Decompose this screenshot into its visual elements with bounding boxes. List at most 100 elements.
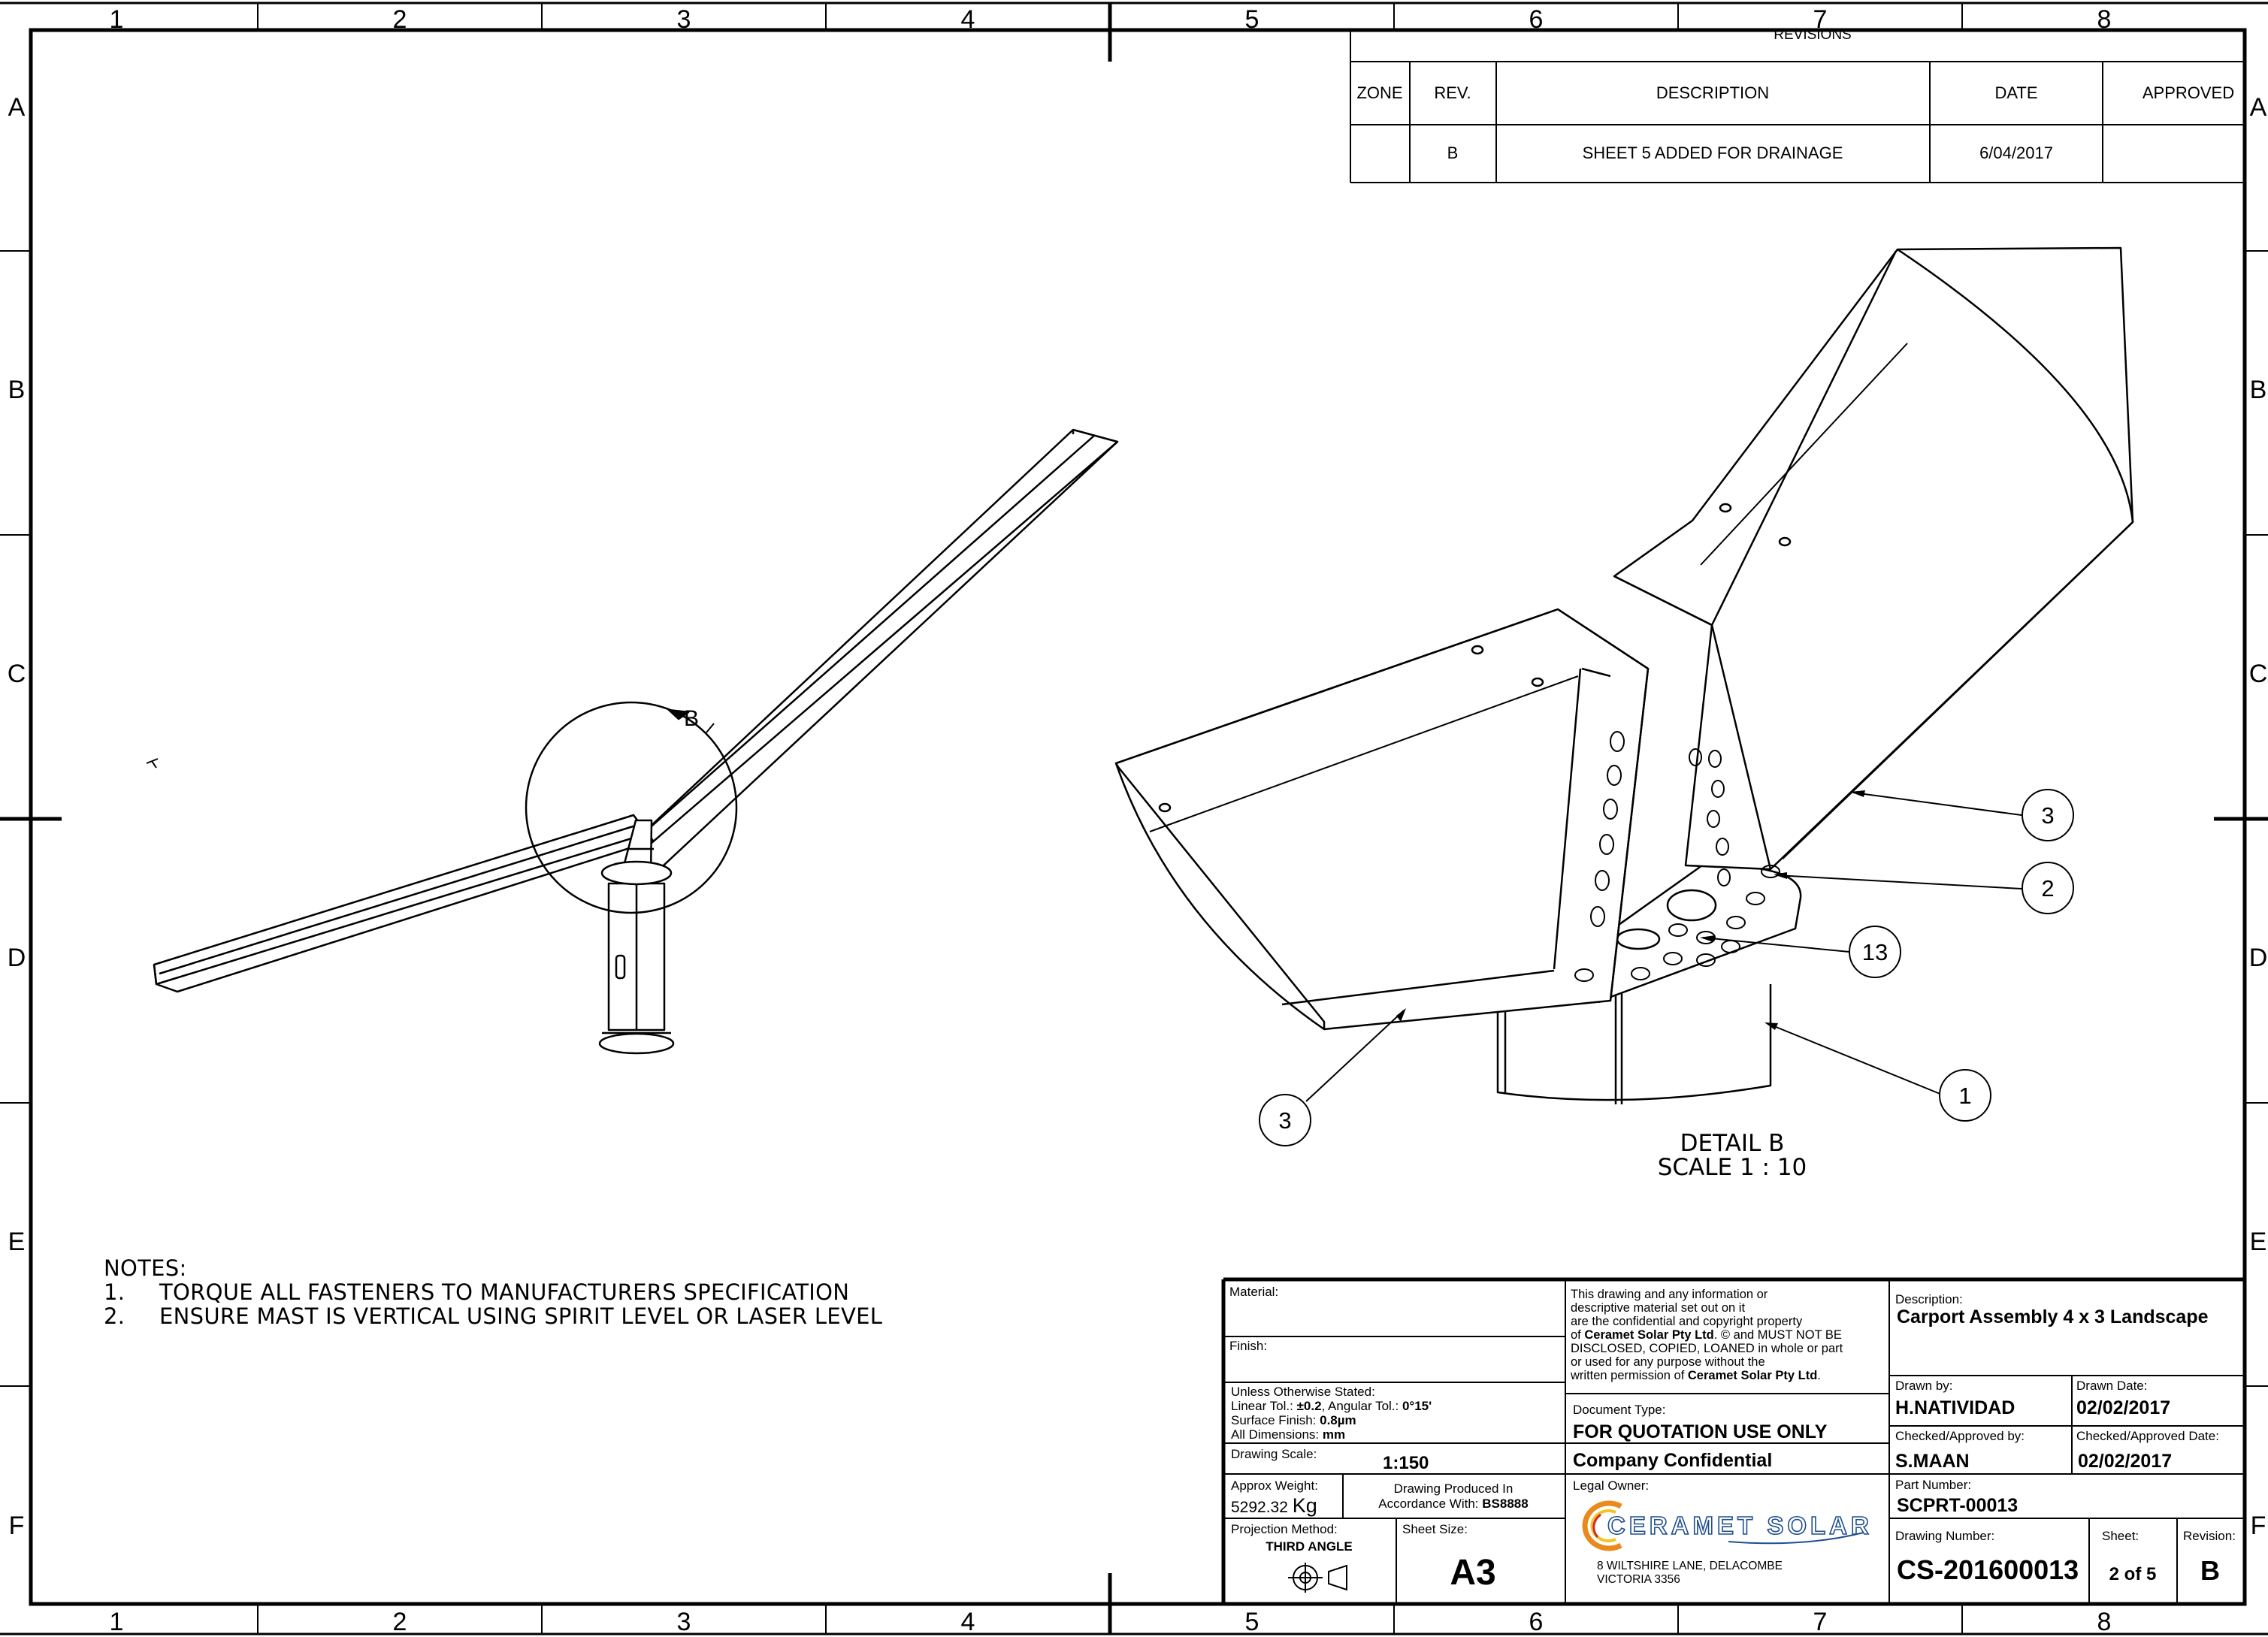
confidential-line3: are the confidential and copyright prope… [1571,1315,1803,1328]
note-item: 2. ENSURE MAST IS VERTICAL USING SPIRIT … [104,1304,882,1328]
notes-block: NOTES: 1. TORQUE ALL FASTENERS TO MANUFA… [104,1256,882,1328]
zone-col-8-bottom: 8 [2097,1608,2112,1636]
sheet-size-value: A3 [1450,1553,1495,1593]
weight-value: 5292.32 Kg [1231,1494,1317,1517]
tolerance-line2: Linear Tol.: ±0.2, Angular Tol.: 0°15' [1231,1399,1432,1413]
rev-row-date: 6/04/2017 [1979,143,2053,162]
revisions-title: REVISIONS [1774,27,1851,43]
zone-col-1: 1 [110,5,124,34]
part-number-label: Part Number: [1895,1478,1971,1492]
material-label: Material: [1229,1285,1278,1299]
detail-b-view: 3 2 13 1 3 [1114,246,2134,1146]
title-block: Material: Finish: Unless Otherwise State… [1221,1277,2245,1604]
balloon-1: 1 [1958,1083,1971,1109]
confidential-line1: This drawing and any information or [1571,1288,1768,1301]
zone-labels: 1 2 3 4 5 6 7 8 1 2 3 4 5 6 7 8 A B C D … [8,5,2268,1636]
rev-header-date: DATE [1994,83,2037,102]
note-number: 1. [104,1279,125,1305]
confidential-line7: written permission of Ceramet Solar Pty … [1570,1369,1821,1382]
zone-col-7-bottom: 7 [1813,1608,1828,1636]
detail-marker-label: B [684,706,699,731]
zone-col-4: 4 [961,5,975,34]
revision-label: Revision: [2183,1529,2236,1543]
zone-col-5-bottom: 5 [1245,1608,1259,1636]
zone-row-a-right: A [2250,93,2267,122]
note-text: ENSURE MAST IS VERTICAL USING SPIRIT LEV… [159,1303,883,1329]
company-confidential: Company Confidential [1573,1450,1772,1471]
zone-row-f-right: F [2251,1512,2266,1540]
drawn-by-value: H.NATIVIDAD [1895,1397,2015,1418]
finish-label: Finish: [1229,1339,1267,1353]
drawn-date-value: 02/02/2017 [2076,1397,2170,1418]
zone-row-e-right: E [2250,1228,2267,1256]
zone-col-3: 3 [677,5,691,34]
third-angle-projection-icon [1288,1563,1347,1593]
zone-row-d-right: D [2249,944,2268,972]
zone-col-2-bottom: 2 [393,1608,407,1636]
zone-row-b-right: B [2250,376,2267,404]
rev-row-description: SHEET 5 ADDED FOR DRAINAGE [1583,143,1843,162]
zone-col-7: 7 [1813,5,1828,34]
description-value: Carport Assembly 4 x 3 Landscape [1897,1306,2209,1327]
confidential-line2: descriptive material set out on it [1571,1301,1745,1315]
zone-col-2: 2 [393,5,407,34]
balloon-circle [2022,789,2074,841]
checked-by-value: S.MAAN [1895,1451,1970,1472]
checked-by-label: Checked/Approved by: [1895,1429,2025,1443]
balloon-3-bottom: 3 [1278,1107,1291,1134]
note-number: 2. [104,1303,125,1329]
weight-label: Approx Weight: [1231,1478,1318,1493]
confidential-line5: DISCLOSED, COPIED, LOANED in whole or pa… [1571,1342,1843,1355]
detail-title: DETAIL B [1680,1130,1785,1157]
drawn-by-label: Drawn by: [1895,1379,1953,1393]
rev-header-description: DESCRIPTION [1656,83,1769,102]
tolerance-line3: Surface Finish: 0.8µm [1231,1413,1356,1427]
notes-title: NOTES: [104,1255,187,1281]
detail-scale: SCALE 1 : 10 [1657,1154,1807,1181]
ceramet-solar-logo: CERAMET SOLAR [1582,1500,1873,1551]
standard-line1: Drawing Produced In [1394,1481,1514,1496]
balloon-3-top: 3 [2041,802,2054,829]
document-type-label: Document Type: [1573,1403,1665,1417]
checked-date-value: 02/02/2017 [2078,1451,2172,1472]
address-line2: VICTORIA 3356 [1597,1573,1680,1586]
tolerance-line4: All Dimensions: mm [1231,1427,1345,1442]
note-item: 1. TORQUE ALL FASTENERS TO MANUFACTURERS… [104,1280,882,1304]
zone-col-8: 8 [2097,5,2112,34]
drawing-scale-label: Drawing Scale: [1231,1447,1317,1461]
rev-header-zone: ZONE [1356,83,1402,102]
legal-owner-label: Legal Owner: [1573,1478,1649,1493]
drawing-scale-value: 1:150 [1383,1453,1429,1473]
isometric-view: B [146,428,1119,1055]
rev-header-rev: REV. [1434,83,1471,102]
rev-row-rev: B [1447,143,1459,162]
document-type-value: FOR QUOTATION USE ONLY [1573,1421,1828,1442]
standard-line2: Accordance With: BS8888 [1378,1497,1528,1511]
detail-caption: DETAIL B SCALE 1 : 10 [1586,1131,1879,1179]
drawing-number-value: CS-201600013 [1897,1554,2079,1585]
zone-row-a: A [8,93,26,122]
part-number-value: SCPRT-00013 [1897,1495,2018,1516]
confidential-line6: or used for any purpose without the [1571,1355,1765,1369]
projection-label: Projection Method: [1231,1522,1338,1536]
sheet-value: 2 of 5 [2109,1564,2157,1584]
zone-col-3-bottom: 3 [677,1608,691,1636]
tolerance-line1: Unless Otherwise Stated: [1231,1385,1375,1399]
zone-row-d: D [8,944,26,972]
zone-row-c: C [8,660,26,688]
logo-text: CERAMET SOLAR [1607,1512,1873,1539]
zone-row-b: B [8,376,26,404]
confidential-line4: of Ceramet Solar Pty Ltd. © and MUST NOT… [1571,1328,1842,1342]
checked-date-label: Checked/Approved Date: [2076,1429,2219,1443]
projection-value: THIRD ANGLE [1266,1539,1353,1554]
address-line1: 8 WILTSHIRE LANE, DELACOMBE [1597,1560,1783,1572]
zone-row-f: F [9,1512,25,1540]
drawn-date-label: Drawn Date: [2076,1379,2147,1393]
revision-value: B [2200,1555,2220,1586]
balloon-2: 2 [2041,875,2054,902]
zone-col-1-bottom: 1 [110,1608,124,1636]
sheet-size-label: Sheet Size: [1402,1522,1468,1536]
balloon-13: 13 [1862,939,1888,965]
